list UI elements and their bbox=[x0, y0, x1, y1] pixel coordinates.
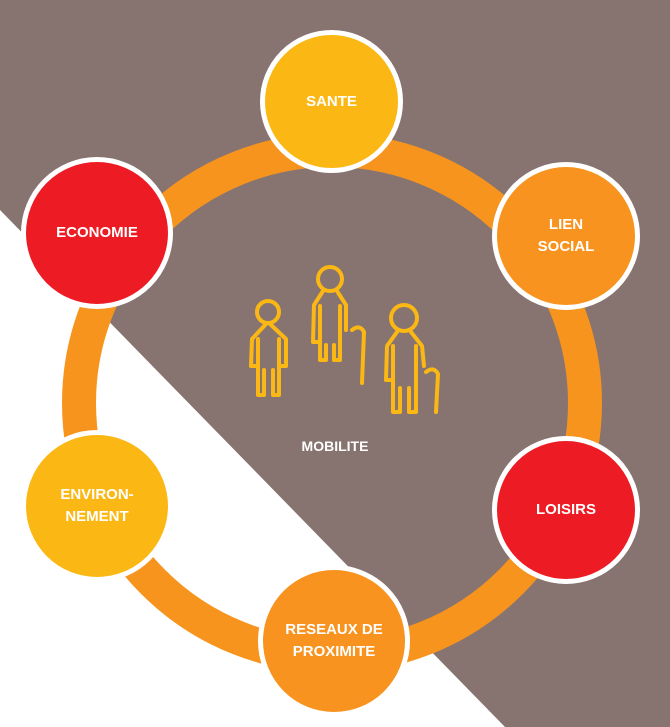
node-lien-social-label: LIEN SOCIAL bbox=[537, 216, 595, 255]
node-economie: ECONOMIE bbox=[21, 157, 173, 309]
node-lien-social: LIEN SOCIAL bbox=[492, 162, 640, 310]
node-economie-label: ECONOMIE bbox=[56, 224, 138, 241]
elderly-people-icon bbox=[249, 265, 440, 414]
node-loisirs-label: LOISIRS bbox=[535, 501, 596, 518]
node-environnement-label: ENVIRON- NEMENT bbox=[60, 486, 134, 525]
node-sante-label: SANTE bbox=[306, 92, 357, 110]
node-environnement: ENVIRON- NEMENT bbox=[21, 430, 173, 582]
node-loisirs: LOISIRS bbox=[492, 436, 640, 584]
node-reseaux-de-proximite: RESEAUX DE PROXIMITE bbox=[258, 565, 410, 717]
center-label: MOBILITE bbox=[301, 438, 369, 454]
node-sante: SANTE bbox=[260, 30, 403, 173]
node-reseaux-label: RESEAUX DE PROXIMITE bbox=[285, 621, 383, 660]
